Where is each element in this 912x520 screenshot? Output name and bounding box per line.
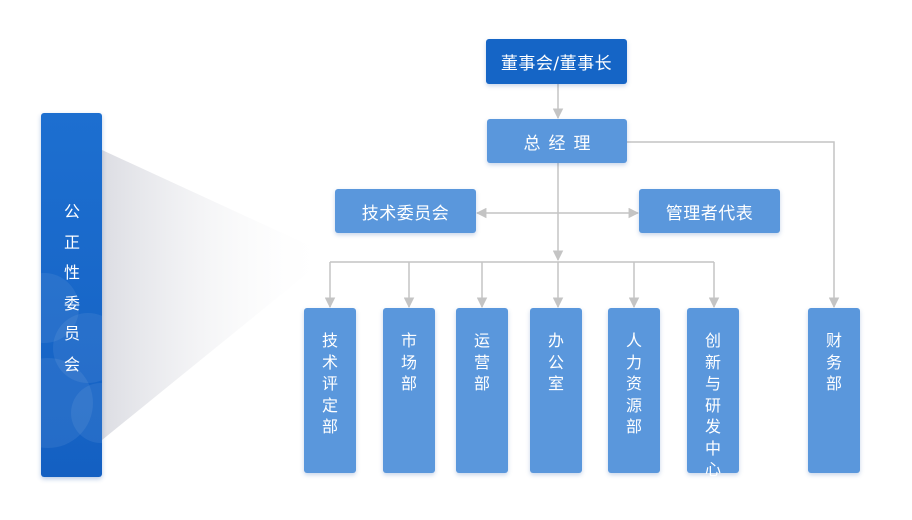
dept-office: 办公室 xyxy=(530,308,582,473)
dept-label: 财务部 xyxy=(825,331,842,393)
board-chairman-label: 董事会/董事长 xyxy=(500,54,613,74)
dept-innovation-rd-center: 创新与研发中心 xyxy=(687,308,739,479)
general-manager-box: 总经理 xyxy=(487,119,627,163)
impartiality-committee-label: 公正性委员会 xyxy=(63,202,80,374)
decor-circle xyxy=(53,313,102,383)
projection-beam xyxy=(102,150,330,440)
dept-label: 人力资源部 xyxy=(625,331,642,436)
link-gm-finance xyxy=(627,141,840,309)
dept-label: 市场部 xyxy=(400,331,417,393)
dept-technical-assessment: 技术评定部 xyxy=(304,308,356,473)
board-chairman-box: 董事会/董事长 xyxy=(486,39,627,84)
general-manager-label: 总经理 xyxy=(523,133,599,154)
technical-committee-label: 技术委员会 xyxy=(361,203,450,224)
dept-label: 运营部 xyxy=(473,331,490,393)
management-representative-box: 管理者代表 xyxy=(639,189,780,233)
dept-human-resources: 人力资源部 xyxy=(608,308,660,473)
management-representative-label: 管理者代表 xyxy=(665,203,754,224)
dept-label: 办公室 xyxy=(547,331,564,393)
dept-finance: 财务部 xyxy=(808,308,860,473)
dept-label: 创新与研发中心 xyxy=(704,331,721,479)
dept-operations: 运营部 xyxy=(456,308,508,473)
dept-marketing: 市场部 xyxy=(383,308,435,473)
dept-label: 技术评定部 xyxy=(321,331,338,436)
technical-committee-box: 技术委员会 xyxy=(335,189,476,233)
impartiality-committee-panel: 公正性委员会 xyxy=(41,113,102,477)
